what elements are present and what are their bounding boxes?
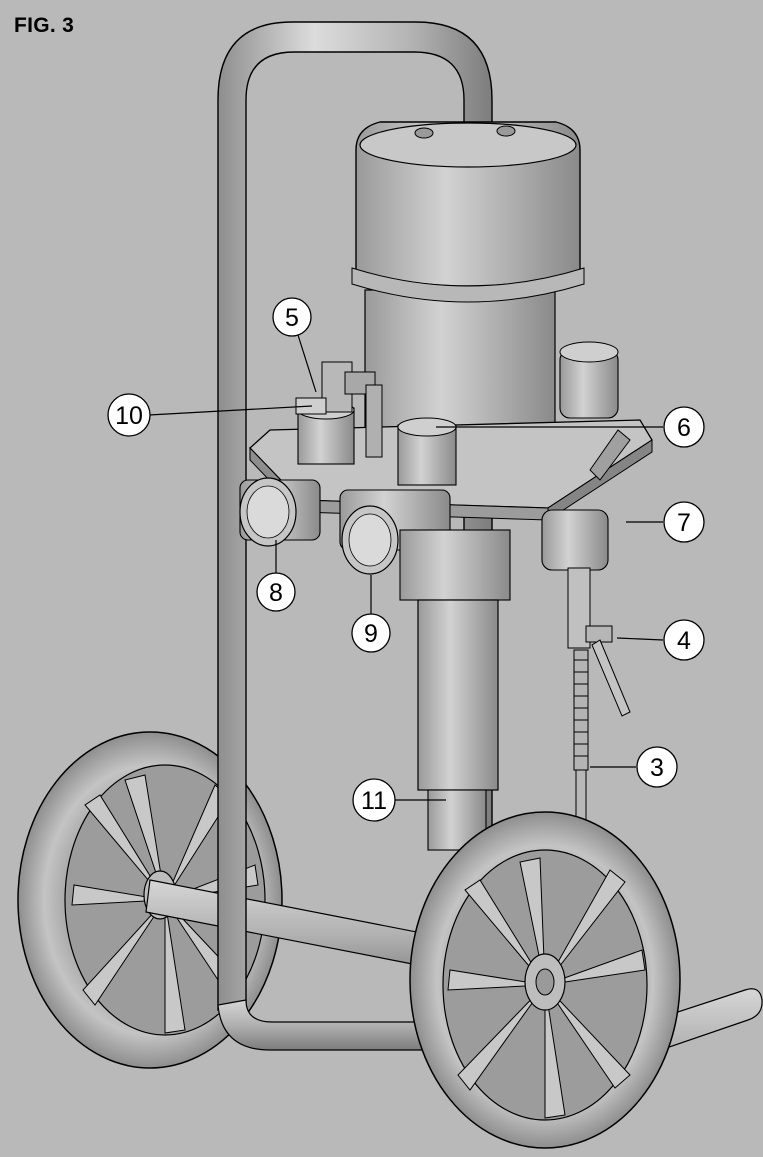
ball-valve	[567, 567, 631, 717]
callout-11: 11	[352, 778, 396, 822]
callout-leaders	[148, 334, 664, 801]
right-wheel	[409, 811, 681, 1149]
suction-hose	[573, 649, 589, 821]
air-motor	[351, 121, 619, 461]
callout-10: 10	[107, 393, 151, 437]
bleed-valve-fittings	[295, 361, 383, 458]
regulator-knob-right	[397, 417, 457, 486]
callout-7: 7	[663, 501, 705, 543]
callout-7-label: 7	[677, 509, 691, 537]
callout-4-label: 4	[677, 627, 691, 655]
callout-5: 5	[272, 297, 312, 337]
callout-10-label: 10	[115, 402, 143, 430]
callout-6-label: 6	[677, 414, 691, 442]
callout-9: 9	[351, 613, 391, 653]
callout-5-label: 5	[285, 304, 299, 332]
callout-11-label: 11	[361, 787, 387, 815]
callout-8: 8	[256, 572, 296, 612]
callout-9-label: 9	[364, 620, 378, 648]
callout-3-label: 3	[650, 754, 664, 782]
callout-3: 3	[636, 746, 678, 788]
callout-8-label: 8	[269, 579, 283, 607]
callout-6: 6	[663, 406, 705, 448]
callout-4: 4	[663, 619, 705, 661]
figure-title: FIG. 3	[14, 14, 75, 37]
gauge-left	[239, 477, 321, 547]
cart-frame	[217, 21, 493, 1051]
